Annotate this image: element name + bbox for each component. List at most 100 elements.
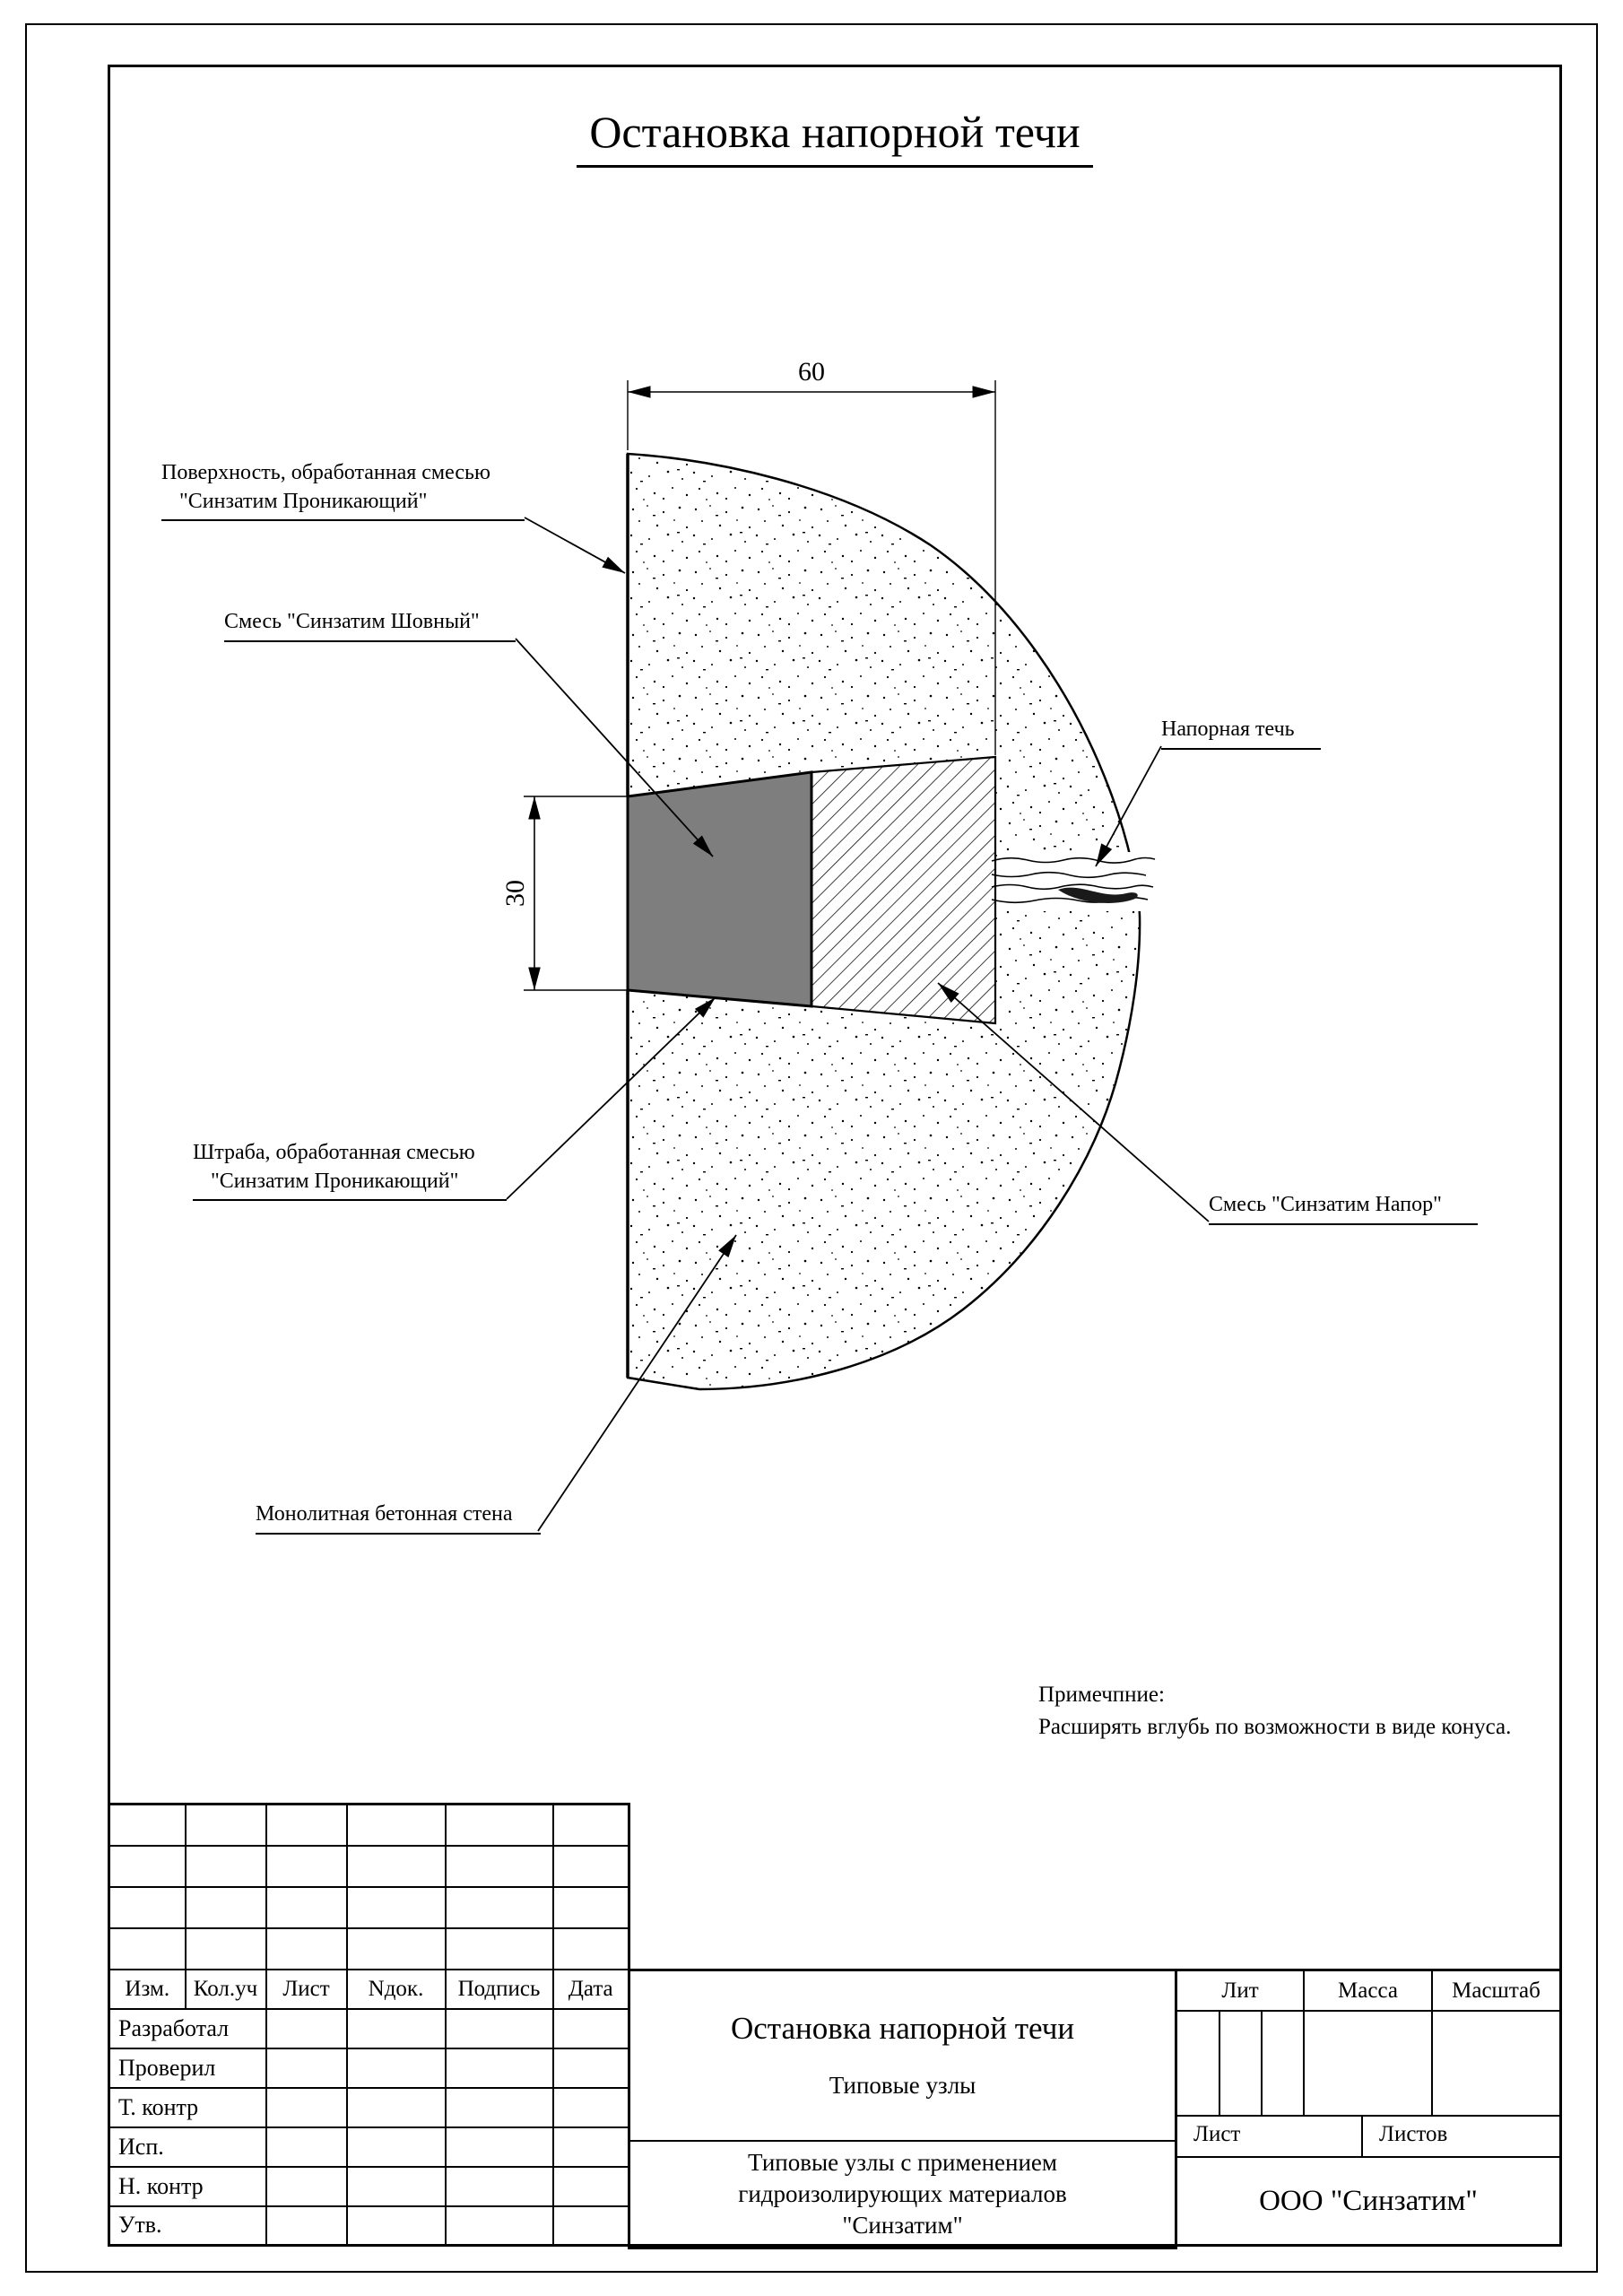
callout-groove: Штраба, обработанная смесью "Синзатим Пр… (193, 1139, 507, 1202)
revision-cell (444, 1844, 554, 1888)
stamp-sign-cell (551, 2126, 630, 2168)
stamp-header-row: Изм. Кол.уч Лист Nдок. Подпись Дата (108, 1968, 630, 2010)
stamp-mass-label: Масса (1338, 1979, 1398, 2003)
stamp-sign-cell (345, 2086, 447, 2128)
napor-mix-region (810, 755, 997, 1025)
revision-cell (184, 1844, 267, 1888)
stamp-col-list: Лист (265, 1968, 348, 2010)
callout-surface-line1: Поверхность, обработанная смесью (161, 461, 490, 484)
stamp-row-isp: Исп. (108, 2126, 630, 2168)
revision-cell (444, 1803, 554, 1847)
stamp-line (1431, 1971, 1433, 2115)
revision-cell (108, 1844, 187, 1888)
stamp-desc-line1: Типовые узлы с применением (748, 2148, 1057, 2176)
stamp-sign-cell (551, 2086, 630, 2128)
stamp-doc-subtitle: Типовые узлы (829, 2072, 976, 2100)
leak-lines (991, 857, 1156, 904)
stamp-row-label: Т. контр (108, 2086, 267, 2128)
outer-border (25, 23, 1598, 2273)
revision-cell (108, 1885, 187, 1929)
leader-leak (1095, 745, 1162, 867)
revision-row (108, 1926, 630, 1970)
stamp-sign-cell (551, 2205, 630, 2247)
stamp-doc-title-cell: Остановка напорной течи Типовые узлы (628, 1969, 1177, 2142)
stamp-desc-line3: "Синзатим" (842, 2211, 963, 2239)
callout-napor-mix-text: Смесь "Синзатим Напор" (1209, 1193, 1442, 1216)
stamp-sign-cell (345, 2047, 447, 2089)
revision-cell (108, 1926, 187, 1970)
revision-row (108, 1803, 630, 1847)
stamp-sheet-label: Лист (1193, 2122, 1241, 2146)
stamp-sign-cell (265, 2126, 348, 2168)
revision-row (108, 1844, 630, 1888)
stamp-line (1177, 2010, 1559, 2012)
stamp-col-izm: Изм. (108, 1968, 187, 2010)
callout-wall-text: Монолитная бетонная стена (256, 1502, 513, 1526)
stamp-doc-title-row: Остановка напорной течи Типовые узлы (628, 1969, 1177, 2142)
seam-mix-region (626, 770, 813, 1008)
stamp-row-tkontr: Т. контр (108, 2086, 630, 2128)
stamp-row-proveril: Проверил (108, 2047, 630, 2089)
stamp-sign-cell (444, 2047, 554, 2089)
stamp-row-label: Утв. (108, 2205, 267, 2247)
stamp-row-label: Разработал (108, 2007, 267, 2049)
leader-surface (524, 517, 626, 574)
stamp-scale-label: Масштаб (1452, 1979, 1541, 2003)
revision-cell (551, 1926, 630, 1970)
stamp-sign-cell (345, 2126, 447, 2168)
stamp-line (1177, 2156, 1559, 2158)
stamp-line (1177, 2115, 1559, 2117)
revision-cell (265, 1844, 348, 1888)
revision-row (108, 1885, 630, 1929)
callout-leak-text: Напорная течь (1161, 718, 1295, 741)
stamp-sign-cell (345, 2165, 447, 2207)
stamp-middle-table: Остановка напорной течи Типовые узлы Тип… (628, 1969, 1177, 2249)
stamp-line (1261, 2010, 1263, 2115)
stamp-sign-cell (265, 2205, 348, 2247)
stamp-col-koluch: Кол.уч (184, 1968, 267, 2010)
stamp-col-data: Дата (551, 1968, 630, 2010)
stamp-line (1303, 1971, 1305, 2115)
stamp-sign-cell (444, 2205, 554, 2247)
revision-cell (265, 1803, 348, 1847)
stamp-sheets-label: Листов (1379, 2122, 1448, 2146)
revision-cell (265, 1926, 348, 1970)
revision-cell (345, 1926, 447, 1970)
revision-cell (345, 1844, 447, 1888)
callout-surface: Поверхность, обработанная смесью "Синзат… (161, 459, 525, 522)
stamp-sign-cell (551, 2007, 630, 2049)
note: Примечпние: Расширять вглубь по возможно… (1038, 1679, 1511, 1744)
callout-seam-mix-text: Смесь "Синзатим Шовный" (224, 610, 480, 633)
stamp-company: ООО "Синзатим" (1259, 2184, 1478, 2217)
revision-cell (108, 1803, 187, 1847)
stamp-row-razrabotal: Разработал (108, 2007, 630, 2049)
stamp-sign-cell (444, 2165, 554, 2207)
dim-width-value: 60 (798, 357, 825, 387)
stamp-doc-desc-cell: Типовые узлы с применением гидроизолирую… (628, 2139, 1177, 2249)
dimension-width: 60 (627, 357, 996, 755)
stamp-sign-cell (551, 2047, 630, 2089)
revision-cell (444, 1926, 554, 1970)
revision-cell (345, 1885, 447, 1929)
stamp-desc-line2: гидроизолирующих материалов (738, 2179, 1067, 2207)
callout-groove-line1: Штраба, обработанная смесью (193, 1141, 475, 1164)
stamp-doc-desc-row: Типовые узлы с применением гидроизолирую… (628, 2139, 1177, 2249)
stamp-doc-title: Остановка напорной течи (730, 2011, 1075, 2047)
stamp-sign-cell (265, 2086, 348, 2128)
leader-wall (537, 1234, 737, 1532)
revision-cell (551, 1844, 630, 1888)
leader-napor-mix (937, 982, 1210, 1222)
callout-surface-line2: "Синзатим Проникающий" (179, 489, 428, 513)
stamp-right-section: Лит Масса Масштаб Лист Листов ООО "Синза… (1175, 1969, 1562, 2247)
callout-groove-line2: "Синзатим Проникающий" (211, 1169, 459, 1193)
revision-cell (184, 1926, 267, 1970)
stamp-row-label: Исп. (108, 2126, 267, 2168)
stamp-sign-cell (265, 2165, 348, 2207)
revision-cell (551, 1803, 630, 1847)
stamp-row-label: Проверил (108, 2047, 267, 2089)
leader-groove (506, 996, 716, 1200)
callout-leak: Напорная течь (1161, 716, 1321, 750)
stamp-sign-cell (265, 2007, 348, 2049)
